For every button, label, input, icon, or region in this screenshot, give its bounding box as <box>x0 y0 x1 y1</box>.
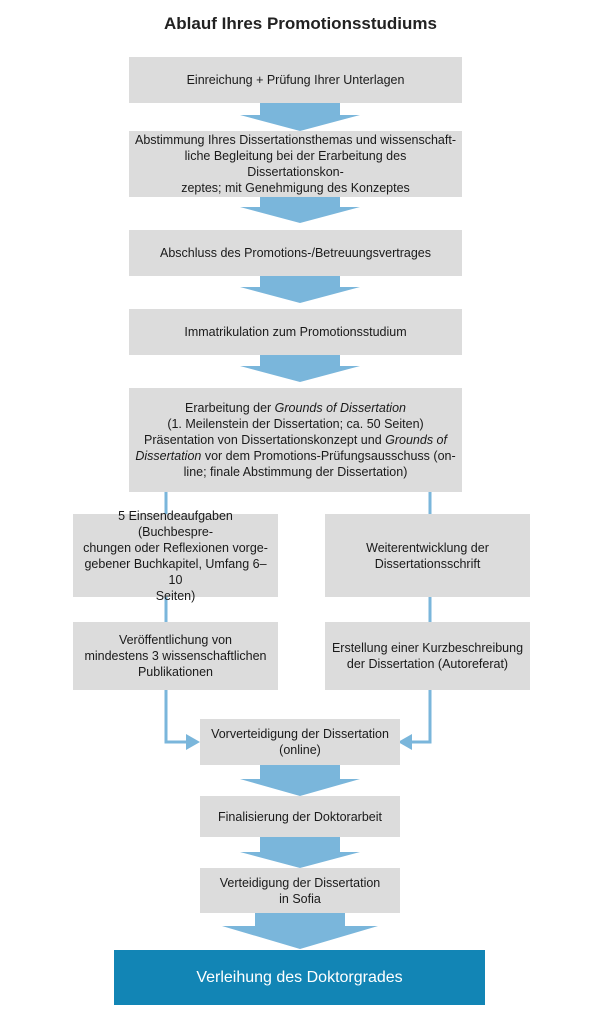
step-abstimmung-line-1: Abstimmung Ihres Dissertationsthemas und… <box>135 133 456 147</box>
arrow-5 <box>240 765 360 796</box>
step-einreichung-text: Einreichung + Prüfung Ihrer Unterlagen <box>186 73 405 87</box>
step-grounds-line-4: Dissertation vor dem Promotions-Prüfungs… <box>135 448 455 464</box>
step-grounds-line-1-a: Erarbeitung der <box>185 401 275 415</box>
step-weiterentwicklung-line-1: Weiterentwicklung der <box>366 540 489 555</box>
arrow-4 <box>240 355 360 382</box>
step-weiterentwicklung: Weiterentwicklung der Dissertationsschri… <box>325 514 530 597</box>
step-veroeffentlichung-line-1: Veröffentlichung von <box>118 633 233 647</box>
right-arrowhead <box>398 734 412 750</box>
step-grounds-line-4-a: Dissertation <box>135 449 202 463</box>
step-vertrag: Abschluss des Promotions-/Betreuungsvert… <box>129 230 462 276</box>
step-grounds-line-3-a: Präsentation von Dissertationskonzept un… <box>144 433 386 447</box>
step-grounds-line-1-b: Grounds of Dissertation <box>274 401 406 415</box>
step-grounds-line-3-b: Grounds of <box>385 433 447 447</box>
step-grounds-line-3: Präsentation von Dissertationskonzept un… <box>135 432 455 448</box>
step-einsendeaufgaben-line-3: gebener Buchkapitel, Umfang 6–10 <box>84 556 267 587</box>
step-weiterentwicklung-line-2: Dissertationsschrift <box>374 556 481 571</box>
step-autoreferat-line-2: der Dissertation (Autoreferat) <box>346 657 509 671</box>
step-veroeffentlichung-line-2: mindestens 3 wissenschaftlichen <box>84 649 267 663</box>
step-abstimmung-line-2: liche Begleitung bei der Erarbeitung des… <box>184 149 407 179</box>
step-abstimmung: Abstimmung Ihres Dissertationsthemas und… <box>129 131 462 197</box>
step-grounds-line-5: line; finale Abstimmung der Dissertation… <box>183 465 408 479</box>
left-arrowhead <box>186 734 200 750</box>
step-veroeffentlichung: Veröffentlichung von mindestens 3 wissen… <box>73 622 278 690</box>
arrow-3 <box>240 276 360 303</box>
step-abstimmung-line-3: zeptes; mit Genehmigung des Konzeptes <box>181 181 410 195</box>
step-verleihung: Verleihung des Doktorgrades <box>114 950 485 1005</box>
step-grounds-line-4-b: vor dem Promotions-Prüfungsausschuss (on… <box>201 449 456 463</box>
arrow-7 <box>222 913 378 949</box>
step-einsendeaufgaben: 5 Einsendeaufgaben (Buchbespre- chungen … <box>73 509 278 603</box>
step-immatrikulation: Immatrikulation zum Promotionsstudium <box>129 309 462 355</box>
diagram-title: Ablauf Ihres Promotionsstudiums <box>164 14 437 33</box>
step-verteidigung-line-2: in Sofia <box>279 891 321 906</box>
arrow-2 <box>240 196 360 223</box>
step-einsendeaufgaben-line-1: 5 Einsendeaufgaben (Buchbespre- <box>118 508 233 539</box>
step-autoreferat: Erstellung einer Kurzbeschreibung der Di… <box>325 622 530 690</box>
step-verleihung-text: Verleihung des Doktorgrades <box>196 968 403 986</box>
step-grounds: Erarbeitung der Grounds of Dissertation … <box>129 388 462 492</box>
step-finalisierung-text: Finalisierung der Doktorarbeit <box>218 809 382 824</box>
left-connector-3 <box>164 690 188 744</box>
arrow-6 <box>240 837 360 868</box>
step-autoreferat-line-1: Erstellung einer Kurzbeschreibung <box>331 641 524 655</box>
step-grounds-line-1: Erarbeitung der Grounds of Dissertation <box>135 400 455 416</box>
step-einsendeaufgaben-line-2: chungen oder Reflexionen vorge- <box>83 540 268 555</box>
step-einsendeaufgaben-line-4: Seiten) <box>155 588 196 603</box>
step-veroeffentlichung-line-3: Publikationen <box>137 665 214 679</box>
arrow-1 <box>240 103 360 131</box>
step-vorverteidigung: Vorverteidigung der Dissertation (online… <box>200 719 400 765</box>
step-immatrikulation-text: Immatrikulation zum Promotionsstudium <box>184 325 407 339</box>
step-vorverteidigung-line-1: Vorverteidigung der Dissertation <box>211 727 389 741</box>
right-connector-3 <box>410 690 432 744</box>
step-verteidigung-line-1: Verteidigung der Dissertation <box>219 875 381 890</box>
step-einreichung: Einreichung + Prüfung Ihrer Unterlagen <box>129 57 462 103</box>
step-vorverteidigung-line-2: (online) <box>279 743 321 757</box>
step-verteidigung: Verteidigung der Dissertation in Sofia <box>200 868 400 913</box>
step-finalisierung: Finalisierung der Doktorarbeit <box>200 796 400 837</box>
step-grounds-line-2: (1. Meilenstein der Dissertation; ca. 50… <box>167 417 424 431</box>
step-vertrag-text: Abschluss des Promotions-/Betreuungsvert… <box>160 246 431 260</box>
